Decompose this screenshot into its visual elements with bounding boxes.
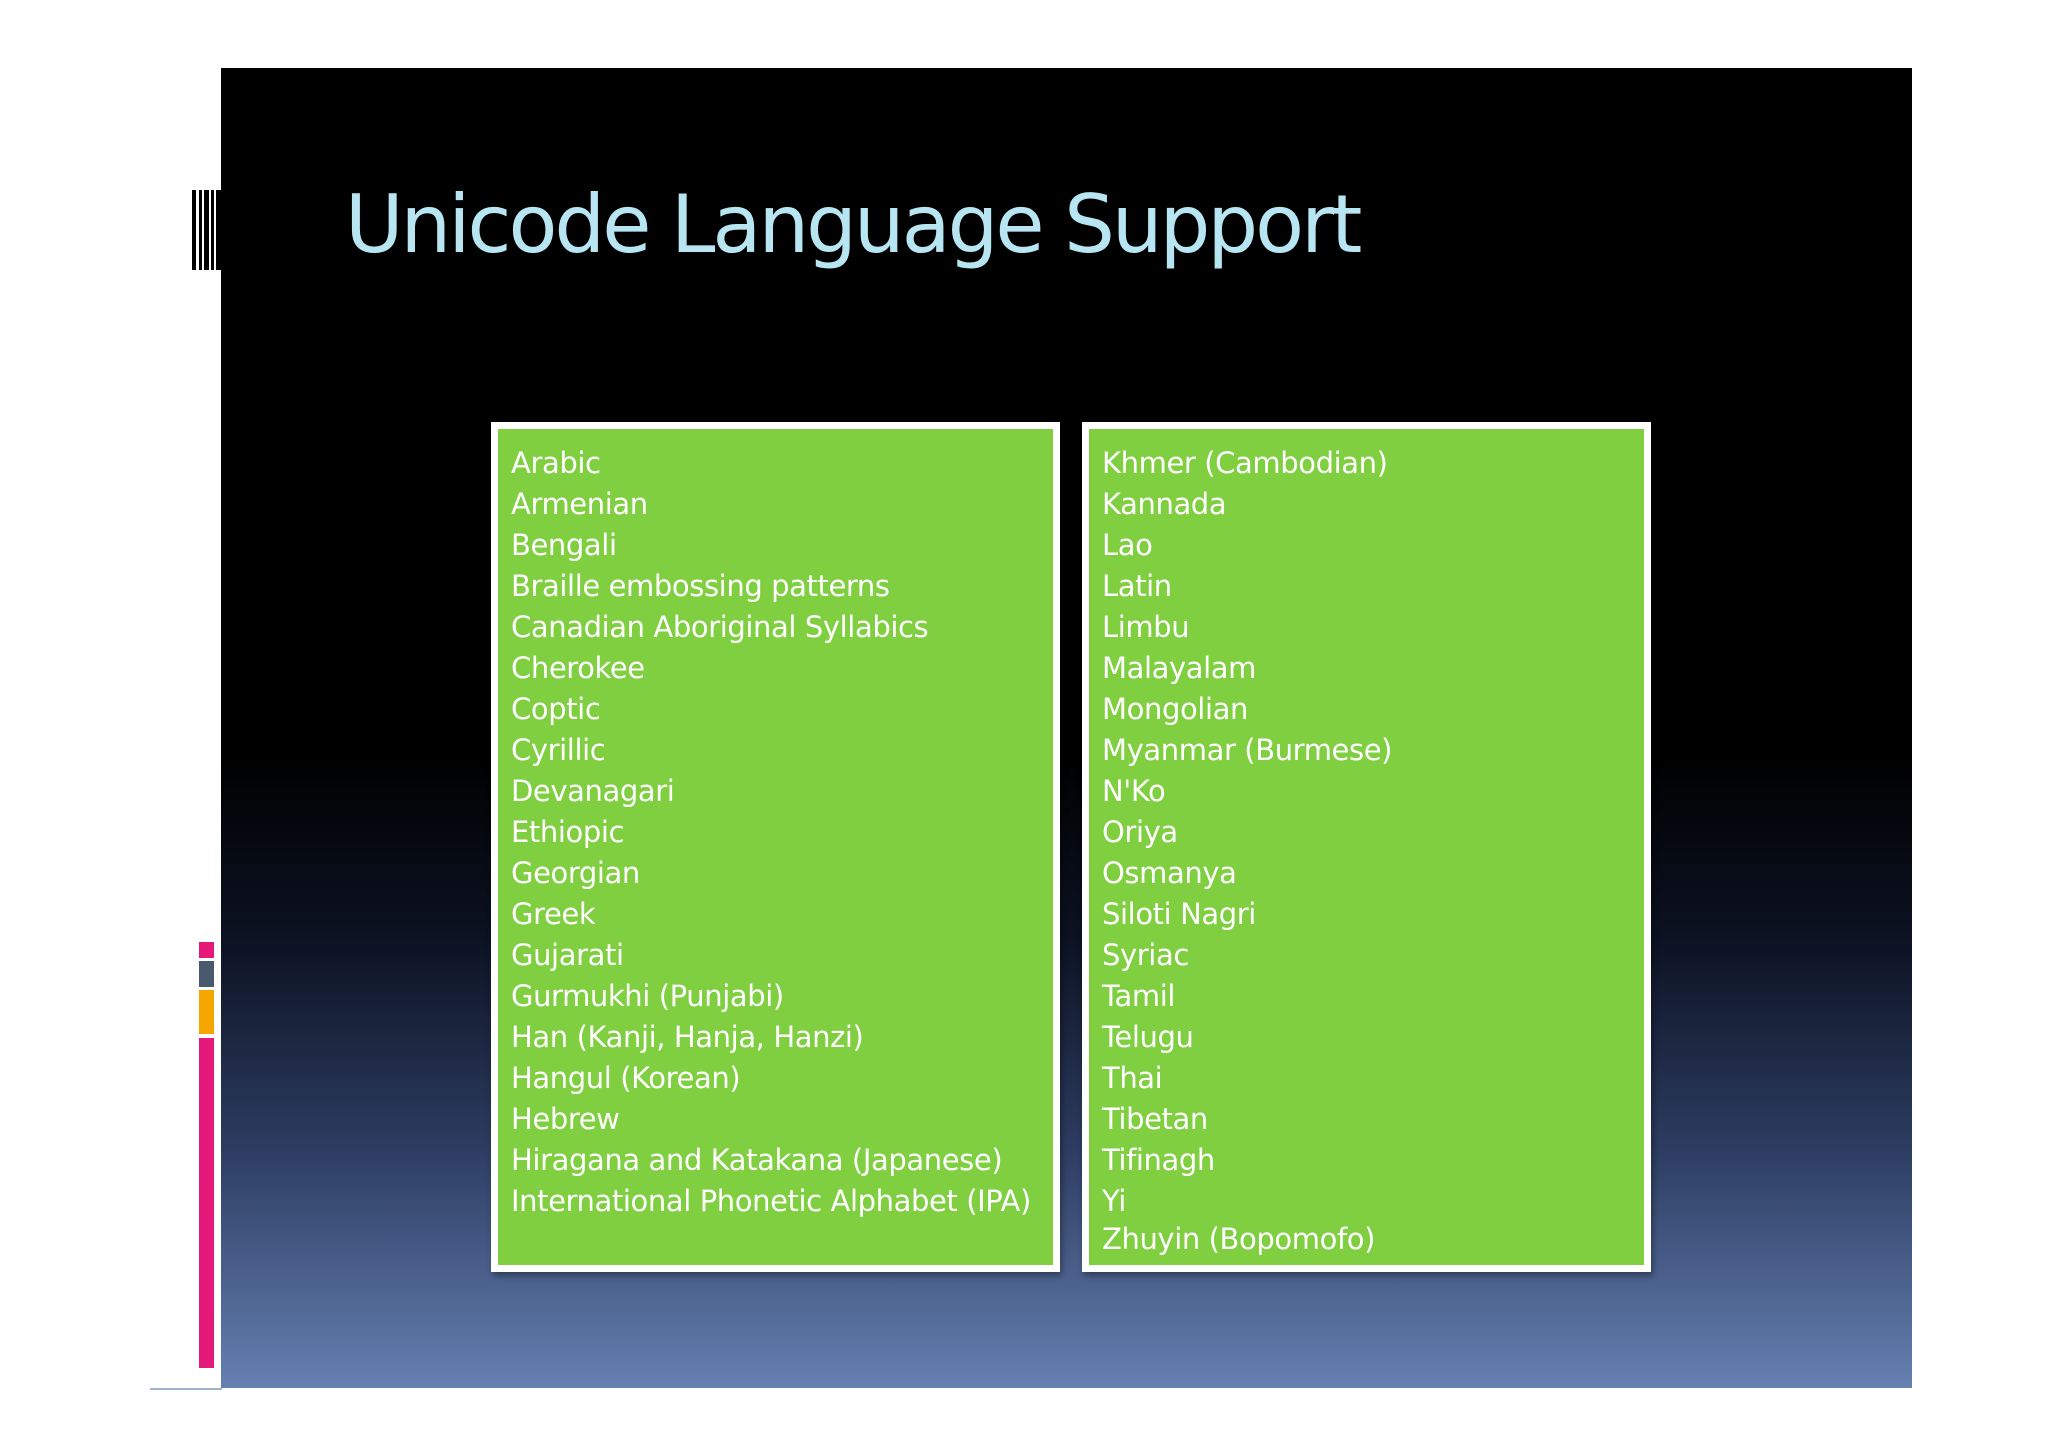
slide-title: Unicode Language Support (345, 178, 1362, 271)
language-item: Yi (1102, 1184, 1126, 1218)
language-item: Oriya (1102, 815, 1178, 849)
language-item: Syriac (1102, 938, 1189, 972)
language-item: Bengali (511, 528, 617, 562)
language-item: Khmer (Cambodian) (1102, 446, 1388, 480)
language-item: Malayalam (1102, 651, 1257, 685)
language-item: Gujarati (511, 938, 624, 972)
language-item: Lao (1102, 528, 1153, 562)
slide-baseline-rule (150, 1388, 222, 1390)
accent-bar-pink-long (199, 1038, 214, 1368)
language-item: Tibetan (1102, 1102, 1208, 1136)
language-item: Mongolian (1102, 692, 1248, 726)
language-item: Tamil (1102, 979, 1176, 1013)
language-item: International Phonetic Alphabet (IPA) (511, 1184, 1031, 1218)
language-item: Thai (1102, 1061, 1163, 1095)
language-item: Coptic (511, 692, 601, 726)
language-item: N'Ko (1102, 774, 1166, 808)
language-item: Armenian (511, 487, 648, 521)
language-item: Gurmukhi (Punjabi) (511, 979, 784, 1013)
language-item: Braille embossing patterns (511, 569, 890, 603)
accent-bar-pink-small (199, 942, 214, 958)
language-item: Tifinagh (1102, 1143, 1215, 1177)
language-item: Osmanya (1102, 856, 1237, 890)
language-item: Ethiopic (511, 815, 625, 849)
language-item: Limbu (1102, 610, 1190, 644)
language-item: Siloti Nagri (1102, 897, 1256, 931)
language-item: Myanmar (Burmese) (1102, 733, 1393, 767)
language-item: Latin (1102, 569, 1172, 603)
accent-bar-amber (199, 990, 214, 1034)
language-item: Canadian Aboriginal Syllabics (511, 610, 929, 644)
language-item: Devanagari (511, 774, 675, 808)
language-item: Cherokee (511, 651, 645, 685)
language-item: Hiragana and Katakana (Japanese) (511, 1143, 1003, 1177)
language-item: Arabic (511, 446, 601, 480)
language-item: Greek (511, 897, 596, 931)
language-item: Hebrew (511, 1102, 620, 1136)
language-item: Georgian (511, 856, 640, 890)
barcode-decoration (192, 190, 221, 270)
language-item: Telugu (1102, 1020, 1194, 1054)
language-item: Cyrillic (511, 733, 606, 767)
language-item: Kannada (1102, 487, 1227, 521)
accent-bar-slate (199, 961, 214, 987)
language-item: Hangul (Korean) (511, 1061, 741, 1095)
language-item: Han (Kanji, Hanja, Hanzi) (511, 1020, 864, 1054)
language-item: Zhuyin (Bopomofo) (1102, 1222, 1376, 1256)
